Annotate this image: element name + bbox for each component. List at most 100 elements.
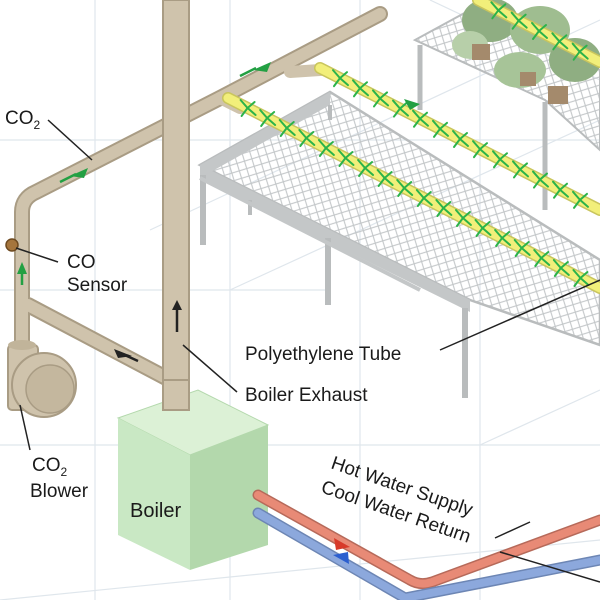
emission-mark <box>377 177 386 187</box>
boiler-label: Boiler <box>130 500 181 522</box>
emission-mark <box>285 121 295 129</box>
emission-mark <box>481 221 491 229</box>
emission-mark <box>512 160 521 171</box>
emission-mark <box>558 34 568 43</box>
arrow-icon <box>253 62 271 72</box>
emission-mark <box>540 257 551 266</box>
emission-mark <box>403 187 414 196</box>
co-sensor-label-line2: Sensor <box>67 275 128 296</box>
emission-mark <box>432 119 441 130</box>
emission-mark <box>397 187 406 197</box>
leader-lines <box>15 119 600 583</box>
emission-mark <box>475 227 484 237</box>
emission-mark <box>442 207 453 216</box>
emission-mark <box>359 87 369 97</box>
emission-mark <box>435 199 445 209</box>
emission-mark <box>490 1 500 12</box>
emission-mark <box>260 117 269 127</box>
emission-mark <box>532 30 540 40</box>
emission-mark <box>422 191 432 199</box>
emission-mark <box>519 168 529 178</box>
emission-mark <box>324 141 334 149</box>
emission-mark <box>344 157 355 166</box>
boiler-exhaust-label: Boiler Exhaust <box>245 385 368 406</box>
emission-mark <box>497 9 508 19</box>
emission-mark <box>513 239 523 249</box>
emission-mark <box>266 117 277 126</box>
emission-mark <box>338 157 347 167</box>
emission-mark <box>392 99 401 110</box>
emission-mark <box>493 158 501 169</box>
emission-mark <box>572 269 582 279</box>
emission-mark <box>539 172 548 181</box>
emission-mark <box>499 152 508 161</box>
emission-mark <box>579 271 589 279</box>
emission-mark <box>359 81 368 90</box>
emission-mark <box>578 50 589 60</box>
emission-mark <box>513 168 521 179</box>
emission-mark <box>453 138 461 148</box>
emission-mark <box>259 109 269 119</box>
emission-mark <box>454 209 464 219</box>
emission-mark <box>461 217 472 226</box>
emission-mark <box>298 129 308 139</box>
front-bench <box>197 90 600 398</box>
emission-mark <box>433 127 441 138</box>
co2-blower <box>7 340 77 418</box>
emission-mark <box>379 97 389 107</box>
emission-mark <box>553 267 562 277</box>
emission-mark <box>339 71 348 80</box>
emission-mark <box>517 19 528 29</box>
hot-flow-arrow-icon <box>334 538 350 550</box>
emission-mark <box>474 219 484 229</box>
emission-mark <box>473 148 481 159</box>
emission-mark <box>399 107 409 117</box>
emission-mark <box>552 259 562 269</box>
emission-mark <box>538 30 548 39</box>
emission-mark <box>278 119 288 129</box>
emission-mark <box>492 150 501 161</box>
emission-mark <box>551 32 561 43</box>
emission-mark <box>472 140 481 151</box>
emission-mark <box>353 87 361 98</box>
emission-mark <box>517 13 527 22</box>
polyethylene-tube-label: Polyethylene Tube <box>245 344 401 365</box>
co2-blower-label-line2: Blower <box>30 481 89 502</box>
emission-mark <box>357 159 367 169</box>
emission-mark <box>578 44 588 53</box>
emission-mark <box>422 197 433 206</box>
emission-mark <box>246 101 256 109</box>
co-sensor-label-line1: CO <box>67 252 96 273</box>
emission-mark <box>494 229 504 239</box>
emission-mark <box>519 162 528 171</box>
emission-mark <box>333 77 341 88</box>
emission-mark <box>358 167 367 177</box>
emission-mark <box>299 137 308 147</box>
emission-mark <box>501 237 512 246</box>
emission-mark <box>501 231 511 239</box>
emission-mark <box>511 19 520 30</box>
emission-mark <box>412 109 421 120</box>
emission-mark <box>573 277 582 287</box>
emission-mark <box>419 117 429 127</box>
emission-mark <box>559 267 570 276</box>
emission-mark <box>383 171 393 179</box>
emission-mark <box>240 107 249 117</box>
emission-mark <box>239 99 249 109</box>
boiler-exhaust-stack <box>162 0 190 406</box>
emission-mark <box>579 198 589 208</box>
emission-mark <box>305 137 316 146</box>
emission-mark <box>399 101 408 110</box>
emission-mark <box>376 169 386 179</box>
emission-mark <box>317 139 327 149</box>
emission-mark <box>559 261 569 269</box>
emission-mark <box>572 50 581 61</box>
emission-mark <box>520 247 531 256</box>
emission-mark <box>553 188 561 199</box>
emission-mark <box>579 277 590 286</box>
emission-mark <box>436 207 445 217</box>
co2-label: CO2 <box>5 108 41 132</box>
boiler <box>116 379 270 570</box>
emission-mark <box>339 77 349 87</box>
